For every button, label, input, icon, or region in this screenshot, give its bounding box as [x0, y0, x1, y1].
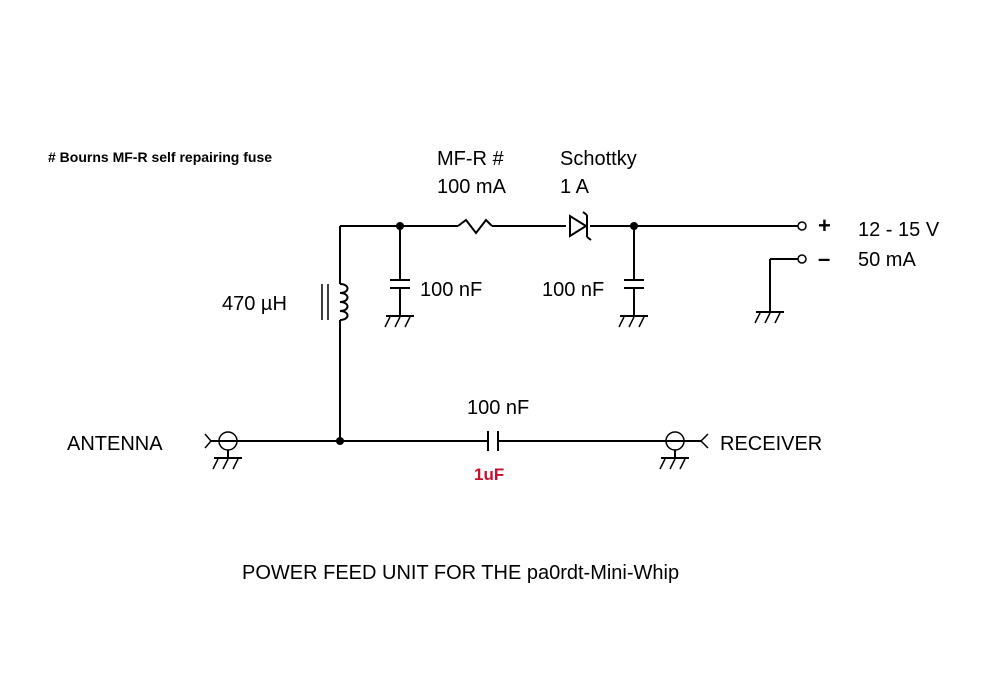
- supply-voltage-label: 12 - 15 V: [858, 219, 940, 241]
- supply-current-label: 50 mA: [858, 249, 916, 271]
- diode-rating-label: 1 A: [560, 176, 590, 198]
- antenna-connector: [204, 431, 242, 470]
- supply-ground-wire: [769, 258, 798, 312]
- capacitor-left: [390, 226, 410, 316]
- antenna-label: ANTENNA: [67, 433, 163, 455]
- inductor-symbol: [321, 283, 349, 441]
- inductor-value-label: 470 µH: [222, 293, 287, 315]
- cap-right-value-label: 100 nF: [542, 279, 604, 301]
- terminal-minus: [797, 254, 807, 264]
- ground-symbol-right-cap: [618, 315, 648, 328]
- diode-symbol: [569, 211, 592, 241]
- cap-series-value-label: 100 nF: [467, 397, 529, 419]
- fuse-rating-label: 100 mA: [437, 176, 507, 198]
- cap-left-value-label: 100 nF: [420, 279, 482, 301]
- ground-symbol-supply: [754, 311, 784, 324]
- diode-type-label: Schottky: [560, 148, 637, 170]
- capacitor-series: [487, 431, 499, 451]
- supply-plus-sign: +: [818, 213, 831, 238]
- ground-symbol-left-cap: [384, 315, 414, 328]
- fuse-part-label: MF-R #: [437, 148, 505, 170]
- junction-dot-inductor: [336, 437, 344, 445]
- receiver-connector: [659, 431, 709, 470]
- diagram-title: POWER FEED UNIT FOR THE pa0rdt-Mini-Whip: [242, 562, 679, 584]
- fuse-symbol: [457, 218, 493, 235]
- fuse-footnote: # Bourns MF-R self repairing fuse: [48, 149, 272, 165]
- terminal-plus: [797, 221, 807, 231]
- cap-series-correction-label: 1uF: [474, 465, 504, 484]
- supply-minus-sign: –: [818, 246, 830, 271]
- receiver-label: RECEIVER: [720, 433, 822, 455]
- capacitor-right: [624, 226, 644, 316]
